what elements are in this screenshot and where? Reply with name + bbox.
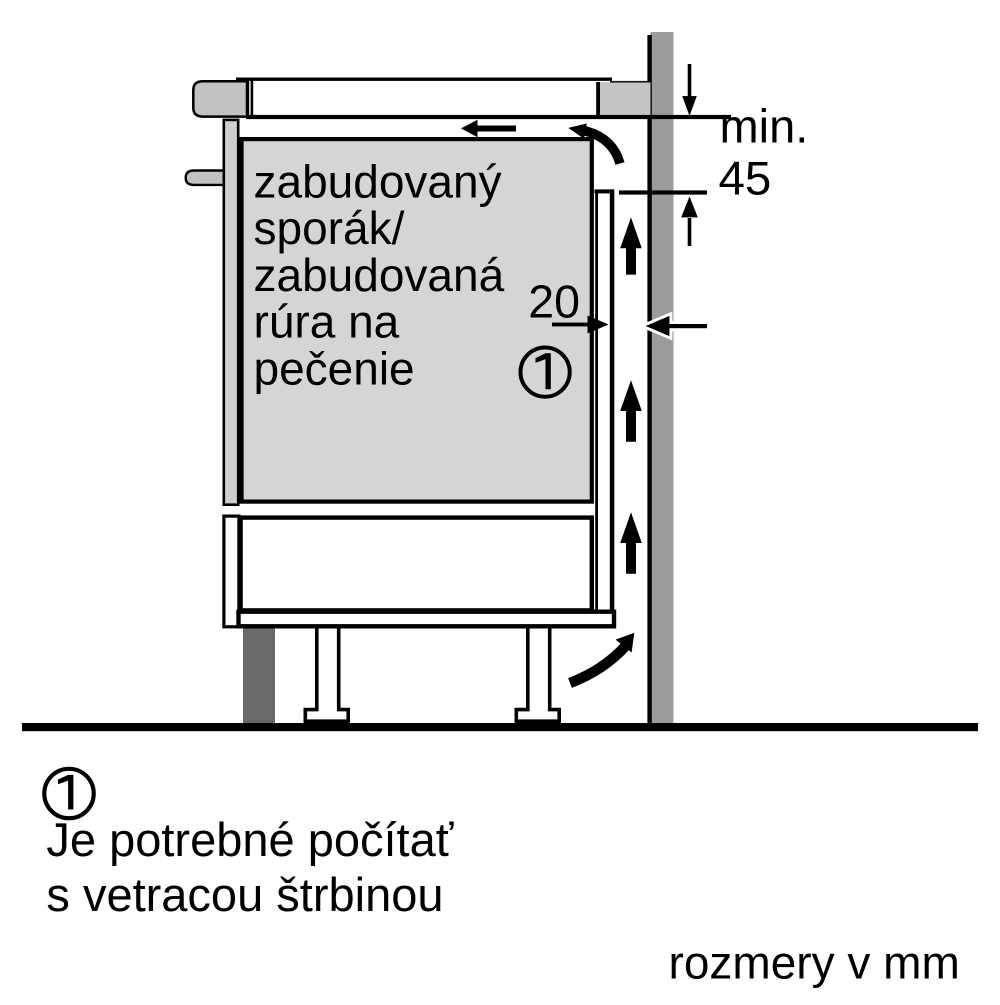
svg-text:min.: min. bbox=[720, 100, 809, 153]
svg-text:rúra na: rúra na bbox=[254, 296, 400, 348]
svg-text:zabudovaný: zabudovaný bbox=[254, 155, 502, 207]
svg-text:Je potrebné počítať: Je potrebné počítať bbox=[46, 813, 454, 866]
svg-text:s vetracou štrbinou: s vetracou štrbinou bbox=[46, 868, 443, 921]
svg-text:45: 45 bbox=[719, 153, 772, 206]
svg-text:zabudovaná: zabudovaná bbox=[254, 249, 505, 301]
svg-text:sporák/: sporák/ bbox=[254, 202, 405, 254]
svg-text:20: 20 bbox=[528, 276, 580, 328]
svg-text:rozmery v mm: rozmery v mm bbox=[669, 936, 960, 988]
svg-text:pečenie: pečenie bbox=[254, 342, 415, 394]
